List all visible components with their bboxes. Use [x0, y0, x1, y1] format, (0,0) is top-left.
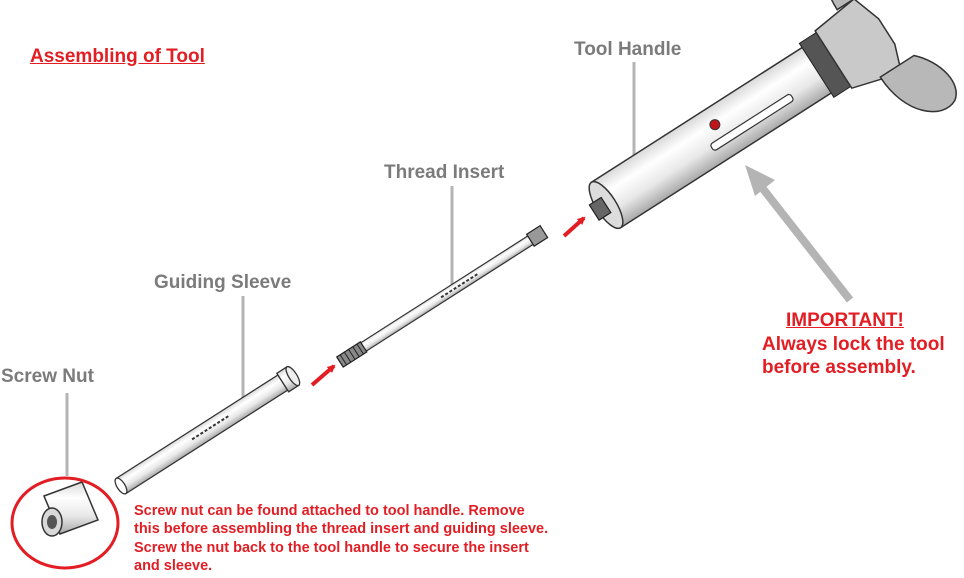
- tool-handle-drawing: [588, 0, 957, 230]
- page-title: Assembling of Tool: [30, 46, 205, 67]
- important-pointer-arrow: [745, 165, 854, 303]
- note-line-3: Screw the nut back to the tool handle to…: [134, 540, 529, 556]
- note-line-2: this before assembling the thread insert…: [134, 521, 549, 537]
- label-screw-nut: Screw Nut: [1, 366, 94, 387]
- important-line-1: Always lock the tool: [762, 334, 945, 355]
- screw-nut-highlight-circle: [10, 476, 120, 570]
- note-line-1: Screw nut can be found attached to tool …: [134, 503, 525, 519]
- label-tool-handle: Tool Handle: [574, 39, 682, 60]
- label-thread-insert: Thread Insert: [384, 162, 505, 183]
- guiding-sleeve-drawing: [114, 365, 301, 495]
- screw-nut-drawing: [41, 481, 99, 537]
- note-line-4: and sleeve.: [134, 558, 213, 574]
- important-heading: IMPORTANT!: [786, 310, 904, 331]
- label-guiding-sleeve: Guiding Sleeve: [154, 272, 292, 293]
- assembly-arrow-insert: [562, 216, 586, 238]
- thread-insert-drawing: [335, 224, 549, 368]
- assembly-arrow-sleeve: [310, 364, 336, 387]
- important-line-2: before assembly.: [762, 357, 916, 378]
